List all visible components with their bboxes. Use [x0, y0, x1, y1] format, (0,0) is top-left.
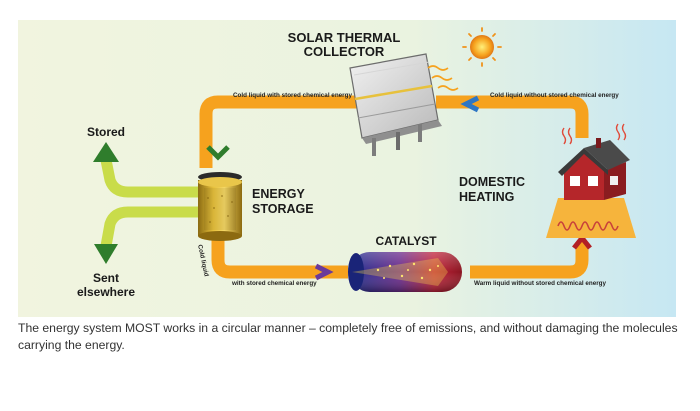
loop-top-left: [199, 95, 358, 168]
loop-bottom-left: [211, 240, 348, 279]
catalyst-tube-icon: [348, 252, 462, 292]
output-branches: [93, 142, 204, 264]
energy-cycle-diagram: SOLAR THERMAL COLLECTOR ENERGY STORAGE D…: [18, 20, 676, 317]
stored-arrow-up: [93, 142, 119, 162]
collector-label-line2: COLLECTOR: [304, 44, 385, 59]
storage-inflow-arrow: [206, 145, 230, 161]
sent-label-line2: elsewhere: [77, 285, 135, 299]
storage-label-line2: STORAGE: [252, 202, 314, 216]
heat-waves-icon: [561, 123, 627, 145]
storage-label-line1: ENERGY: [252, 187, 305, 201]
flow-label-bottom-left-b: with stored chemical energy: [231, 280, 317, 287]
heating-label-line1: DOMESTIC: [459, 175, 525, 189]
heating-coil: [557, 221, 619, 231]
flow-label-top-left: Cold liquid with stored chemical energy: [233, 92, 352, 99]
sent-label-line1: Sent: [93, 271, 119, 285]
fluid-loop: [199, 95, 589, 279]
solar-panel-icon: [349, 53, 442, 156]
flow-label-bottom-right: Warm liquid without stored chemical ener…: [474, 280, 607, 287]
sent-arrow-down: [94, 244, 118, 264]
loop-bottom-right: [470, 242, 589, 279]
stored-label: Stored: [87, 125, 125, 139]
sent-branch: [100, 206, 204, 252]
flow-label-top-right: Cold liquid without stored chemical ener…: [490, 92, 619, 99]
stored-branch: [100, 154, 204, 198]
catalyst-label: CATALYST: [375, 234, 437, 248]
house-icon: [546, 138, 636, 238]
storage-tank-icon: [198, 172, 242, 241]
sun-icon: [427, 27, 502, 91]
figure-caption: The energy system MOST works in a circul…: [18, 321, 678, 352]
loop-top-right: [436, 95, 589, 138]
collector-label-line1: SOLAR THERMAL: [288, 30, 401, 45]
catalyst-inflow-arrow: [314, 263, 334, 281]
heating-label-line2: HEATING: [459, 190, 514, 204]
collector-inflow-arrow: [460, 95, 480, 113]
